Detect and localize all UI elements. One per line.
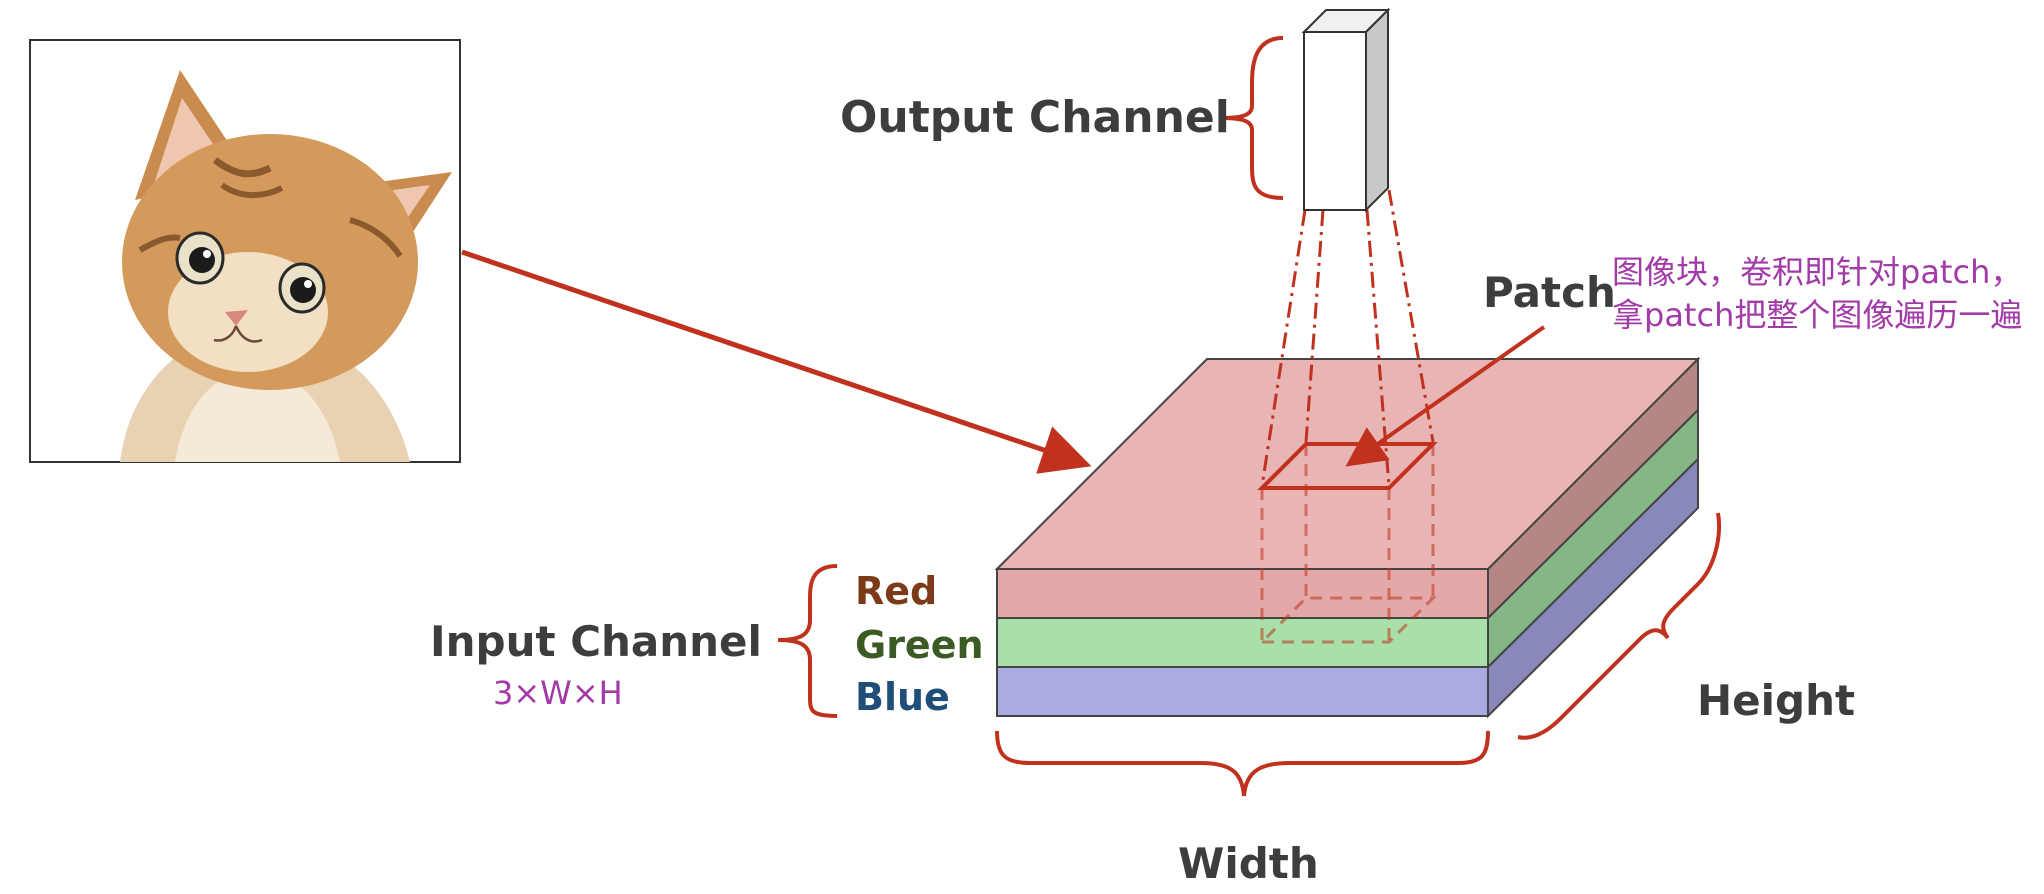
height-label: Height	[1697, 676, 1855, 725]
output-column	[1301, 7, 1391, 213]
patch-note-line2: 拿patch把整个图像遍历一遍	[1612, 296, 2022, 334]
blue-layer-front	[996, 666, 1489, 717]
width-brace	[995, 730, 1490, 797]
patch-box	[1257, 442, 1438, 644]
patch-label: Patch	[1483, 268, 1616, 317]
braces	[777, 36, 1721, 797]
cat-image	[29, 39, 461, 463]
blue-channel-label: Blue	[855, 675, 950, 719]
patch-arrow	[1345, 325, 1546, 467]
patch-note-line1: 图像块，卷积即针对patch，	[1612, 253, 2022, 291]
input-brace	[777, 564, 838, 718]
input-channel-label: Input Channel	[430, 617, 762, 666]
green-channel-label: Green	[855, 623, 984, 667]
height-brace	[1517, 512, 1721, 740]
width-label: Width	[1178, 839, 1319, 888]
output-channel-label: Output Channel	[840, 92, 1230, 143]
output-brace	[1219, 36, 1284, 200]
input-dims-label: 3×W×H	[493, 674, 623, 712]
input-volume	[994, 356, 1701, 719]
input-arrow	[461, 249, 1092, 474]
red-channel-label: Red	[855, 569, 937, 613]
green-layer-front	[996, 617, 1489, 668]
red-layer-front	[996, 568, 1489, 619]
